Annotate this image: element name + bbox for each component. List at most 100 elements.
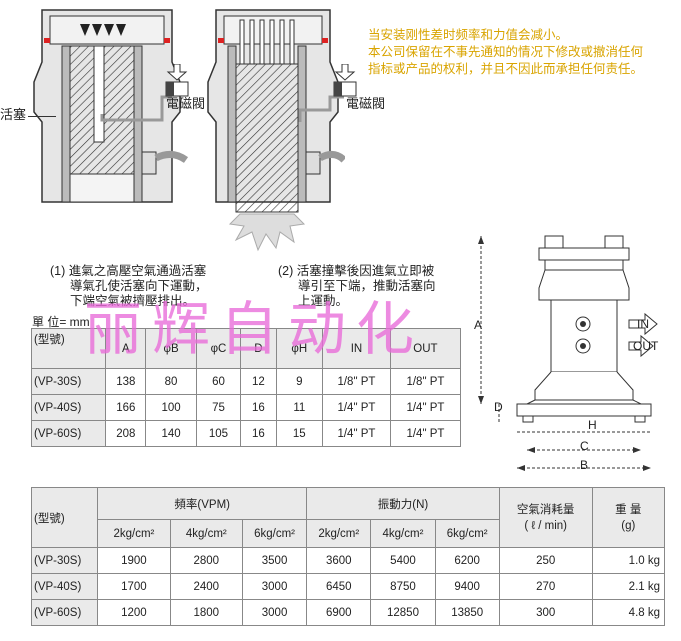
t2-header-air: 空氣消耗量 ( ℓ / min) [498,487,593,548]
table-row: (VP-40S) 1700 2400 3000 6450 8750 9400 2… [30,573,666,600]
t1-header-in: IN [321,328,391,369]
t2-header-weight: 重 量 (g) [591,487,666,548]
t1-cell: 166 [105,394,147,421]
t2-pressure-label: 4kg/cm² [370,519,436,548]
t2-cell: 12850 [370,599,436,626]
piston-label: 活塞 [0,107,27,122]
t2-header-force: 振動力(N) [306,487,500,520]
t1-cell: 1/8" PT [389,368,462,395]
t1-cell: 1/4" PT [321,394,391,421]
t2-cell: 2400 [169,573,243,600]
t1-cell: 80 [145,368,197,395]
t2-cell: 3000 [241,599,308,626]
t2-cell: 9400 [434,573,500,600]
piston-leader-line [28,116,56,117]
vibrator-section-diagram-2 [207,9,345,252]
dim-label-a: A [474,318,483,332]
dimension-drawing [478,235,658,471]
t1-header-out: OUT [389,328,462,369]
note-line-3: 指标或产品的权利，并且不因此而承担任何责任。 [368,62,644,76]
dim-label-h: H [588,418,597,432]
t2-cell: 6900 [306,599,372,626]
in-port-label: IN [637,317,649,331]
solenoid-valve-icon [165,64,189,97]
t1-cell: 15 [275,420,323,447]
solenoid-valve-icon [333,64,357,97]
t1-cell: 100 [145,394,197,421]
t2-cell: 13850 [434,599,500,626]
t2-pressure-label: 6kg/cm² [241,519,308,548]
caption-1-line-3: 下端空氣被擠壓排出。 [70,294,196,308]
table-row: (VP-60S) 1200 1800 3000 6900 12850 13850… [30,599,666,626]
t2-cell: 3000 [241,573,308,600]
t2-header-weight-line2: (g) [621,519,636,532]
dim-label-b: B [580,458,589,472]
t2-cell: 2.1 kg [591,573,666,600]
t2-cell: 8750 [370,573,436,600]
t2-cell: 270 [498,573,593,600]
t1-cell: 11 [275,394,323,421]
solenoid-label-left: 電磁閥 [166,96,206,111]
caption-1-line-2: 導氣孔使活塞向下運動， [70,279,208,293]
out-port-label: OUT [633,339,659,353]
t2-cell: 3600 [306,547,372,574]
t1-cell: 105 [195,420,242,447]
t2-cell: (VP-60S) [30,599,99,626]
t1-header-h: φH [275,328,323,369]
t2-cell: 1200 [97,599,171,626]
t2-cell: (VP-30S) [30,547,99,574]
vibrator-section-diagram-1 [33,9,189,203]
t2-cell: 250 [498,547,593,574]
t2-header-weight-line1: 重 量 [615,503,642,516]
t1-cell: 75 [195,394,242,421]
solenoid-label-right: 電磁閥 [346,96,386,111]
table-row: (VP-60S) 208 140 105 16 15 1/4" PT 1/4" … [30,420,462,447]
t1-cell: 208 [105,420,147,447]
t1-header-d: D [240,328,277,369]
t2-pressure-label: 4kg/cm² [169,519,243,548]
note-line-1: 当安装刚性差时频率和力值会减小。 [368,28,569,42]
dimension-table: (型號) A φB φC D φH IN OUT (VP-30S) 138 80… [30,328,462,447]
t2-header-model: (型號) [30,487,99,548]
t1-header-model: (型號) [30,328,107,369]
performance-table: (型號) 頻率(VPM) 振動力(N) 空氣消耗量 ( ℓ / min) 重 量… [30,487,666,626]
t2-cell: 2800 [169,547,243,574]
t1-cell: 16 [240,394,277,421]
t2-cell: 5400 [370,547,436,574]
unit-label: 單 位= mm [32,315,90,329]
t2-header-frequency: 頻率(VPM) [97,487,308,520]
t1-cell: 1/4" PT [389,394,462,421]
t2-pressure-label: 2kg/cm² [306,519,372,548]
t1-header-b: φB [145,328,197,369]
t1-cell: 138 [105,368,147,395]
t1-cell: 60 [195,368,242,395]
t2-cell: 1800 [169,599,243,626]
t2-header-air-line1: 空氣消耗量 [516,503,575,516]
t1-cell: (VP-40S) [30,394,107,421]
caption-2-line-1: (2) 活塞撞擊後因進氣立即被 [278,264,435,278]
t1-cell: 1/4" PT [389,420,462,447]
dim-label-d: D [494,400,503,414]
t1-cell: 1/8" PT [321,368,391,395]
t1-cell: (VP-60S) [30,420,107,447]
t1-header-c: φC [195,328,242,369]
t2-cell: 1900 [97,547,171,574]
t2-cell: 3500 [241,547,308,574]
t2-cell: 6450 [306,573,372,600]
table-row: (VP-40S) 166 100 75 16 11 1/4" PT 1/4" P… [30,394,462,421]
t2-cell: 6200 [434,547,500,574]
t1-cell: 12 [240,368,277,395]
t1-cell: 16 [240,420,277,447]
t1-cell: 9 [275,368,323,395]
t2-pressure-label: 6kg/cm² [434,519,500,548]
t2-cell: (VP-40S) [30,573,99,600]
caption-2-line-2: 導引至下端，推動活塞向 [298,279,436,293]
t1-cell: 1/4" PT [321,420,391,447]
caption-1-line-1: (1) 進氣之高壓空氣通過活塞 [50,264,207,278]
note-line-2: 本公司保留在不事先通知的情况下修改或撤消任何 [368,45,644,59]
t2-cell: 4.8 kg [591,599,666,626]
t2-header-air-line2: ( ℓ / min) [524,519,567,532]
table-row: (VP-30S) 138 80 60 12 9 1/8" PT 1/8" PT [30,368,462,395]
caption-2-line-3: 上運動。 [298,294,349,308]
t2-cell: 300 [498,599,593,626]
